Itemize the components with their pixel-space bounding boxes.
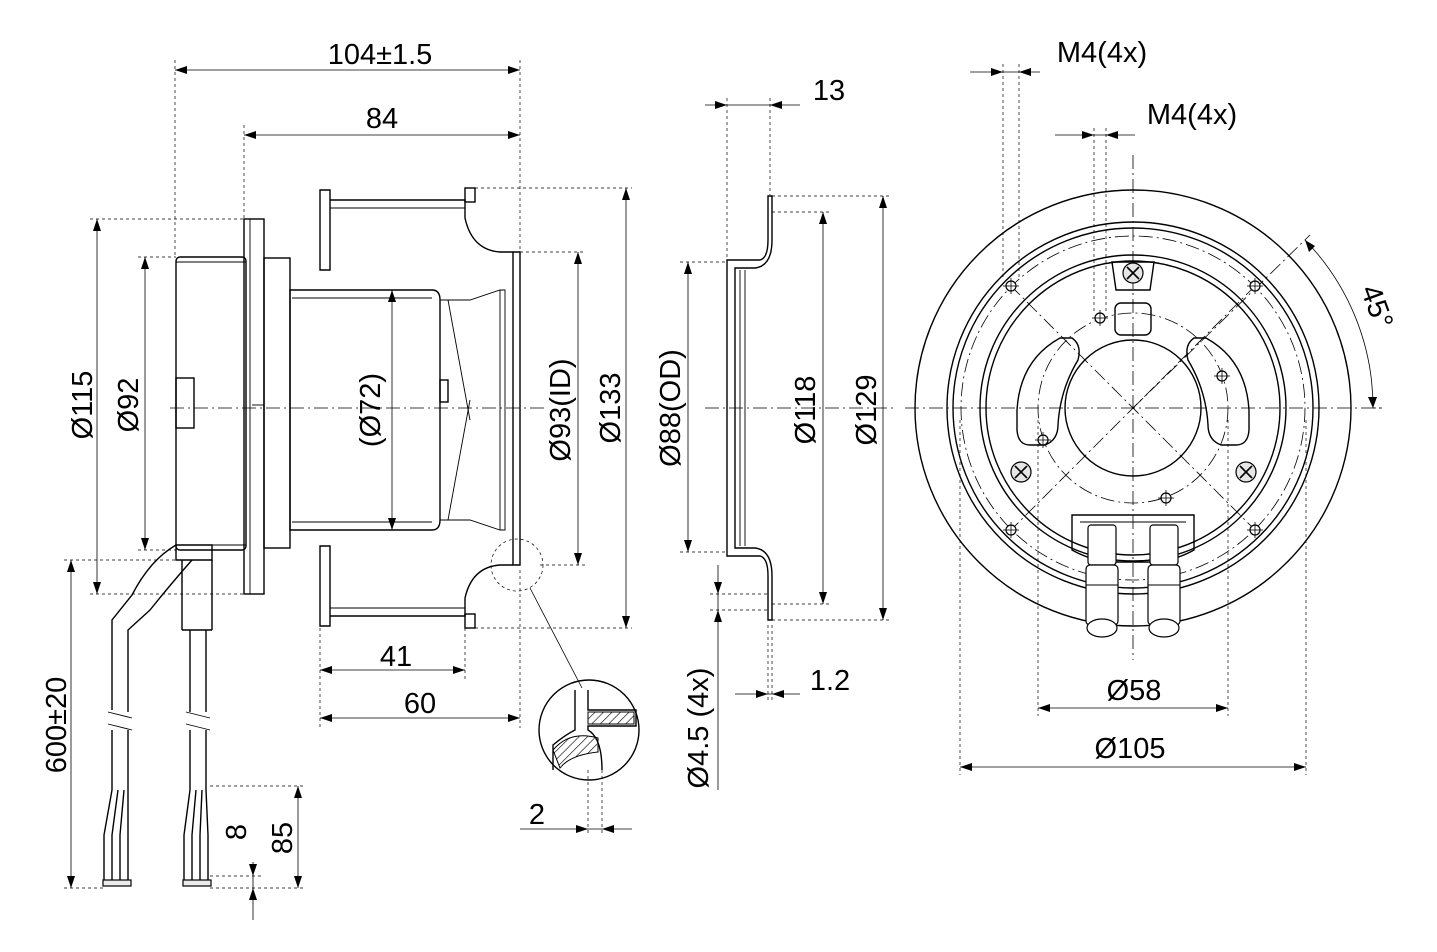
label-flange-13: 13 [813,75,845,107]
detail-view [538,679,640,781]
flange-dimensions [680,98,890,790]
label-thread-inner: M4(4x) [1147,99,1237,131]
front-view [905,155,1385,660]
label-impeller-41: 41 [380,641,412,673]
label-dia-129: Ø129 [851,375,883,446]
label-sheet-12: 1.2 [810,665,850,697]
label-dia-88-od: Ø88(OD) [655,349,687,467]
label-impeller-60: 60 [404,688,436,720]
side-view [102,187,640,887]
label-angle-45: 45° [1354,281,1399,333]
dimension-labels: 104±1.5 84 41 60 Ø115 Ø92 (Ø72) Ø93(ID) … [41,37,1399,854]
label-dia-105: Ø105 [1095,733,1166,765]
label-thread-outer: M4(4x) [1057,37,1147,69]
label-body-length: 84 [366,103,398,135]
flange-view [705,195,895,621]
front-dimensions [959,64,1307,775]
label-dia-58: Ø58 [1107,675,1162,707]
label-dia-118: Ø118 [790,376,822,445]
label-dia-115: Ø115 [67,371,99,440]
label-cable-length: 600±20 [41,677,73,774]
label-strip-8: 8 [221,824,253,840]
label-dia-93-id: Ø93(ID) [545,358,577,461]
label-dia-72: (Ø72) [355,373,387,447]
label-detail-2: 2 [529,799,545,831]
label-strip-85: 85 [267,822,299,854]
label-dia-92: Ø92 [113,378,145,433]
label-dia-133: Ø133 [595,373,627,444]
label-hole-45: Ø4.5 (4x) [683,668,715,789]
label-overall-length: 104±1.5 [328,39,433,71]
side-dimensions [64,60,632,920]
